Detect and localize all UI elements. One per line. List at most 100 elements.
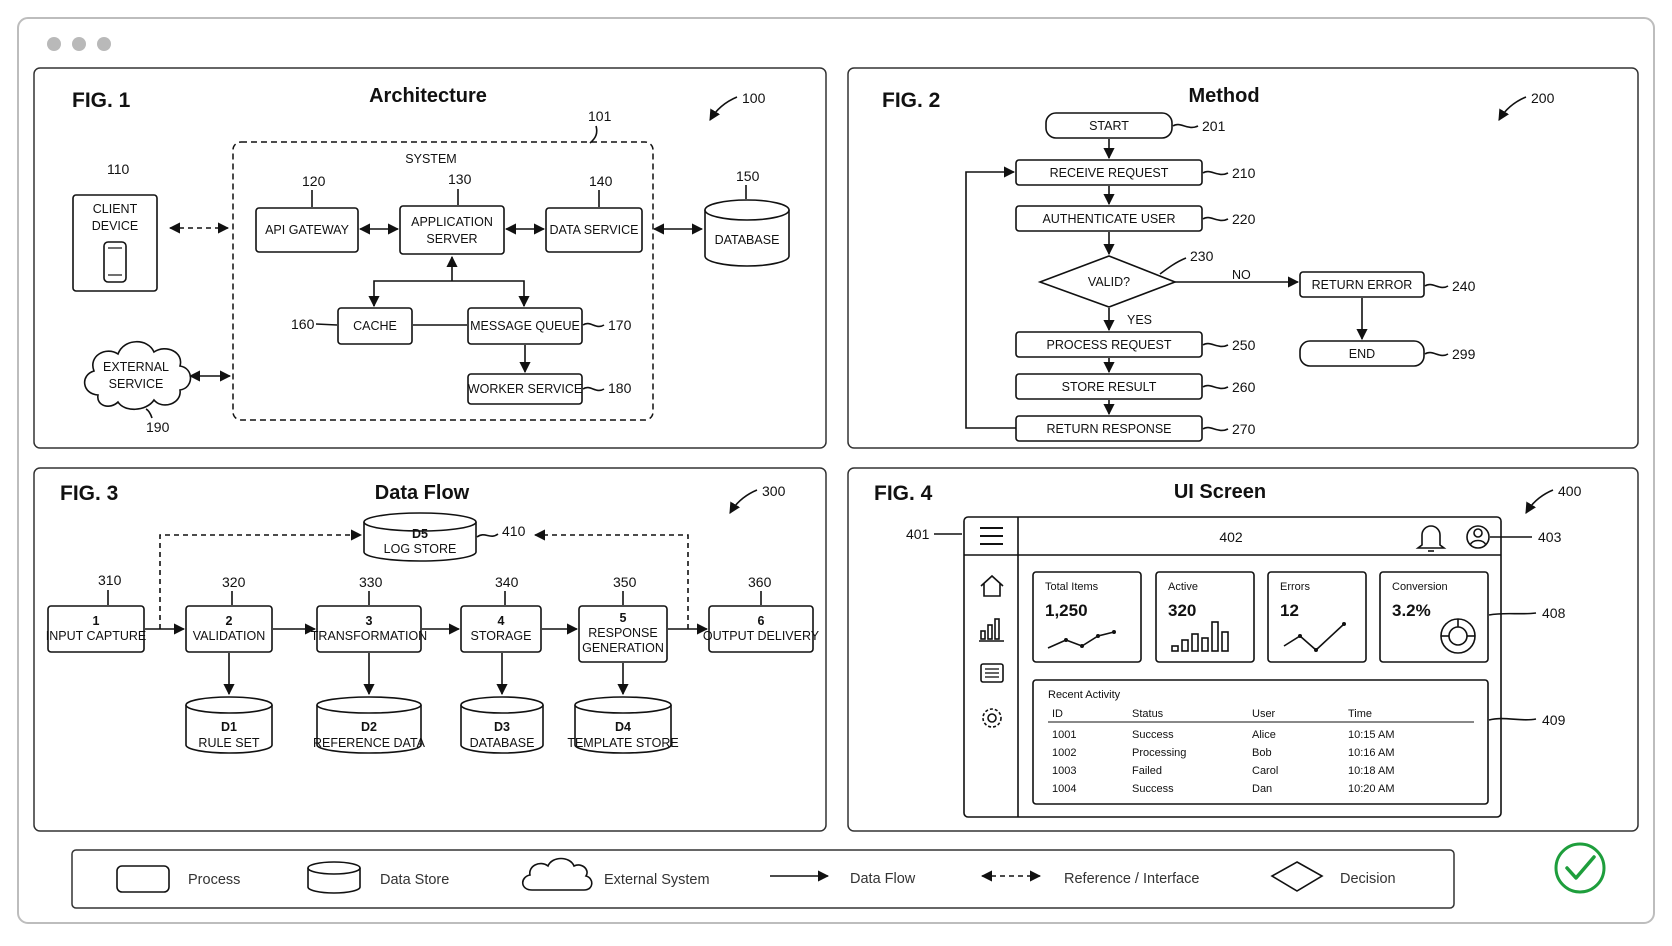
- step-4-name: STORAGE: [471, 629, 532, 643]
- client-line1: CLIENT: [93, 202, 138, 216]
- card-active[interactable]: Active 320: [1155, 571, 1255, 663]
- worker-ref: 180: [608, 380, 632, 396]
- step-2-num: 2: [226, 614, 233, 628]
- start-label: START: [1089, 119, 1129, 133]
- fig3-title: Data Flow: [375, 482, 470, 504]
- table-row[interactable]: 1001 Success Alice 10:15 AM: [1052, 729, 1394, 741]
- row-1-time: 10:15 AM: [1348, 729, 1394, 741]
- fig4-ref: 400: [1558, 483, 1582, 499]
- error-ref: 240: [1452, 278, 1476, 294]
- receive-ref: 210: [1232, 165, 1256, 181]
- step-1-box: 1 INPUT CAPTURE: [46, 605, 146, 653]
- window-dot-close[interactable]: [47, 37, 61, 51]
- end-node: [1299, 340, 1425, 367]
- table-row[interactable]: 1003 Failed Carol 10:18 AM: [1052, 765, 1394, 777]
- step-2-ref: 320: [222, 574, 246, 590]
- card-errors[interactable]: Errors 12: [1267, 571, 1367, 663]
- card-conversion[interactable]: Conversion 3.2%: [1379, 571, 1489, 663]
- step-4-box: 4 STORAGE: [460, 605, 542, 653]
- cards-ref: 408: [1542, 605, 1566, 621]
- fig4-label: FIG. 4: [874, 482, 933, 505]
- cache-box: [337, 307, 413, 345]
- store-d1: D1 RULE SET: [185, 696, 273, 754]
- home-icon[interactable]: [980, 574, 1004, 597]
- store-d4-name: TEMPLATE STORE: [567, 736, 678, 750]
- recent-activity-table: Recent Activity ID Status User Time 1001…: [1032, 679, 1489, 805]
- profile-icon[interactable]: [1466, 525, 1490, 549]
- process-ref: 250: [1232, 337, 1256, 353]
- d5-log-store: [363, 512, 477, 562]
- col-status: Status: [1132, 708, 1164, 720]
- step-6-box: 6 OUTPUT DELIVERY: [703, 605, 820, 653]
- database-ref: 150: [736, 168, 760, 184]
- legend-data-flow: Data Flow: [850, 871, 916, 887]
- valid-label: VALID?: [1088, 275, 1130, 289]
- row-4-status: Success: [1132, 783, 1174, 795]
- error-label: RETURN ERROR: [1312, 278, 1413, 292]
- return-error-node: [1299, 271, 1425, 298]
- api-gateway-box: [255, 207, 359, 253]
- card-2-label: Active: [1168, 581, 1198, 593]
- fig4-title: UI Screen: [1174, 481, 1266, 503]
- window-dot-maximize[interactable]: [97, 37, 111, 51]
- step-5-box: 5 RESPONSE GENERATION: [578, 605, 668, 663]
- card-2-value: 320: [1168, 601, 1196, 620]
- store-d3: D3 DATABASE: [460, 696, 544, 754]
- step-5-num: 5: [620, 611, 627, 625]
- row-4-id: 1004: [1052, 783, 1076, 795]
- fig2-label: FIG. 2: [882, 89, 940, 112]
- yes-label: YES: [1127, 313, 1152, 327]
- process-request-node: [1015, 331, 1203, 358]
- cache-ref: 160: [291, 316, 315, 332]
- bell-icon[interactable]: [1415, 525, 1447, 552]
- gear-icon[interactable]: [982, 708, 1002, 728]
- store-d2: D2 REFERENCE DATA: [313, 696, 426, 754]
- app-line2: SERVER: [426, 232, 477, 246]
- auth-label: AUTHENTICATE USER: [1042, 212, 1175, 226]
- window-dot-minimize[interactable]: [72, 37, 86, 51]
- store-d4: D4 TEMPLATE STORE: [567, 696, 679, 754]
- app-ref: 130: [448, 171, 472, 187]
- api-ref: 120: [302, 173, 326, 189]
- app-server-box: [399, 205, 505, 255]
- process-label: PROCESS REQUEST: [1046, 338, 1171, 352]
- header-ref: 402: [1219, 529, 1243, 545]
- store-d2-name: REFERENCE DATA: [313, 736, 426, 750]
- respond-label: RETURN RESPONSE: [1046, 422, 1171, 436]
- card-total-items[interactable]: Total Items 1,250: [1032, 571, 1142, 663]
- data-service-ref: 140: [589, 173, 613, 189]
- list-icon[interactable]: [980, 663, 1004, 683]
- fig2-panel: FIG. 2 Method 200 START 201 RECEIVE REQU…: [847, 67, 1639, 449]
- row-2-id: 1002: [1052, 747, 1076, 759]
- legend-decision: Decision: [1340, 871, 1396, 887]
- donut-chart-icon: [1440, 618, 1476, 654]
- table-row[interactable]: 1004 Success Dan 10:20 AM: [1052, 783, 1394, 795]
- end-ref: 299: [1452, 346, 1476, 362]
- legend-external: External System: [604, 872, 710, 888]
- fig3-label: FIG. 3: [60, 482, 118, 505]
- menu-icon[interactable]: [980, 527, 1003, 545]
- table-row[interactable]: 1002 Processing Bob 10:16 AM: [1052, 747, 1394, 759]
- database-label: DATABASE: [715, 233, 780, 247]
- receive-request-node: [1015, 159, 1203, 186]
- external-service-cloud: [83, 340, 192, 411]
- auth-ref: 220: [1232, 211, 1256, 227]
- data-service-label: DATA SERVICE: [550, 223, 639, 237]
- legend-cloud-icon: [521, 857, 593, 891]
- row-4-time: 10:20 AM: [1348, 783, 1394, 795]
- step-1-num: 1: [93, 614, 100, 628]
- fig1-panel: FIG. 1 Architecture 100 SYSTEM 101 CLIEN…: [33, 67, 827, 449]
- row-3-time: 10:18 AM: [1348, 765, 1394, 777]
- fig2-ref: 200: [1531, 90, 1555, 106]
- profile-ref: 403: [1538, 529, 1562, 545]
- card-3-label: Errors: [1280, 581, 1310, 593]
- data-service-box: [545, 207, 643, 253]
- step-3-num: 3: [366, 614, 373, 628]
- trend-icon: [1283, 623, 1345, 652]
- activity-title: Recent Activity: [1048, 689, 1121, 701]
- check-circle-icon: [1554, 842, 1606, 894]
- chart-icon[interactable]: [979, 618, 1004, 642]
- store-label: STORE RESULT: [1062, 380, 1157, 394]
- d5-ref: 410: [502, 523, 526, 539]
- phone-icon: [103, 241, 127, 283]
